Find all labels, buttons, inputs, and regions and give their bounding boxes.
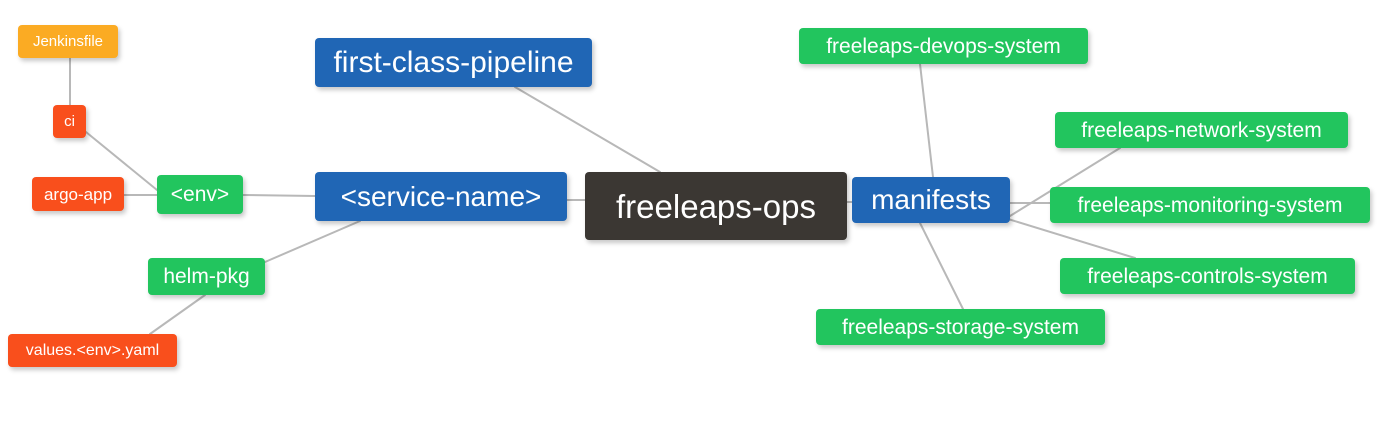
edge-pipeline-ops <box>514 86 661 173</box>
node-freeleaps-monitoring-system[interactable]: freeleaps-monitoring-system <box>1050 187 1370 223</box>
node-label-freeleaps-network-system: freeleaps-network-system <box>1081 118 1322 142</box>
node-label-env: <env> <box>170 183 230 206</box>
node-label-freeleaps-ops: freeleaps-ops <box>616 187 816 225</box>
node-label-freeleaps-devops-system: freeleaps-devops-system <box>826 34 1061 58</box>
node-label-service-name: <service-name> <box>340 180 542 212</box>
node-argo-app[interactable]: argo-app <box>32 177 124 211</box>
node-label-freeleaps-storage-system: freeleaps-storage-system <box>842 315 1079 339</box>
edge-manifests-devops <box>919 63 934 178</box>
node-label-ci: ci <box>64 113 75 130</box>
node-manifests[interactable]: manifests <box>852 177 1010 223</box>
node-label-values-env-yaml: values.<env>.yaml <box>25 341 160 359</box>
edge-values-helm-pkg <box>149 294 206 335</box>
node-jenkinsfile[interactable]: Jenkinsfile <box>18 25 118 58</box>
edge-helm-pkg-service-name <box>264 220 361 263</box>
node-freeleaps-storage-system[interactable]: freeleaps-storage-system <box>816 309 1105 345</box>
node-freeleaps-ops[interactable]: freeleaps-ops <box>585 172 847 240</box>
node-service-name[interactable]: <service-name> <box>315 172 567 221</box>
node-label-jenkinsfile: Jenkinsfile <box>32 33 104 50</box>
node-label-freeleaps-controls-system: freeleaps-controls-system <box>1087 264 1328 288</box>
node-first-class-pipeline[interactable]: first-class-pipeline <box>315 38 592 87</box>
node-ci[interactable]: ci <box>53 105 86 138</box>
node-label-argo-app: argo-app <box>43 184 113 204</box>
node-env[interactable]: <env> <box>157 175 243 214</box>
node-freeleaps-network-system[interactable]: freeleaps-network-system <box>1055 112 1348 148</box>
edge-ci-env <box>85 131 158 191</box>
edge-env-service-name <box>242 194 316 197</box>
node-freeleaps-devops-system[interactable]: freeleaps-devops-system <box>799 28 1088 64</box>
edge-manifests-storage <box>919 222 964 310</box>
edge-manifests-controls <box>1007 218 1136 259</box>
node-freeleaps-controls-system[interactable]: freeleaps-controls-system <box>1060 258 1355 294</box>
node-label-helm-pkg: helm-pkg <box>163 265 250 288</box>
node-label-first-class-pipeline: first-class-pipeline <box>333 45 574 79</box>
edge-manifests-network <box>1009 147 1121 217</box>
node-label-manifests: manifests <box>871 184 991 215</box>
node-label-freeleaps-monitoring-system: freeleaps-monitoring-system <box>1077 193 1343 217</box>
node-values-env-yaml[interactable]: values.<env>.yaml <box>8 334 177 367</box>
node-helm-pkg[interactable]: helm-pkg <box>148 258 265 295</box>
